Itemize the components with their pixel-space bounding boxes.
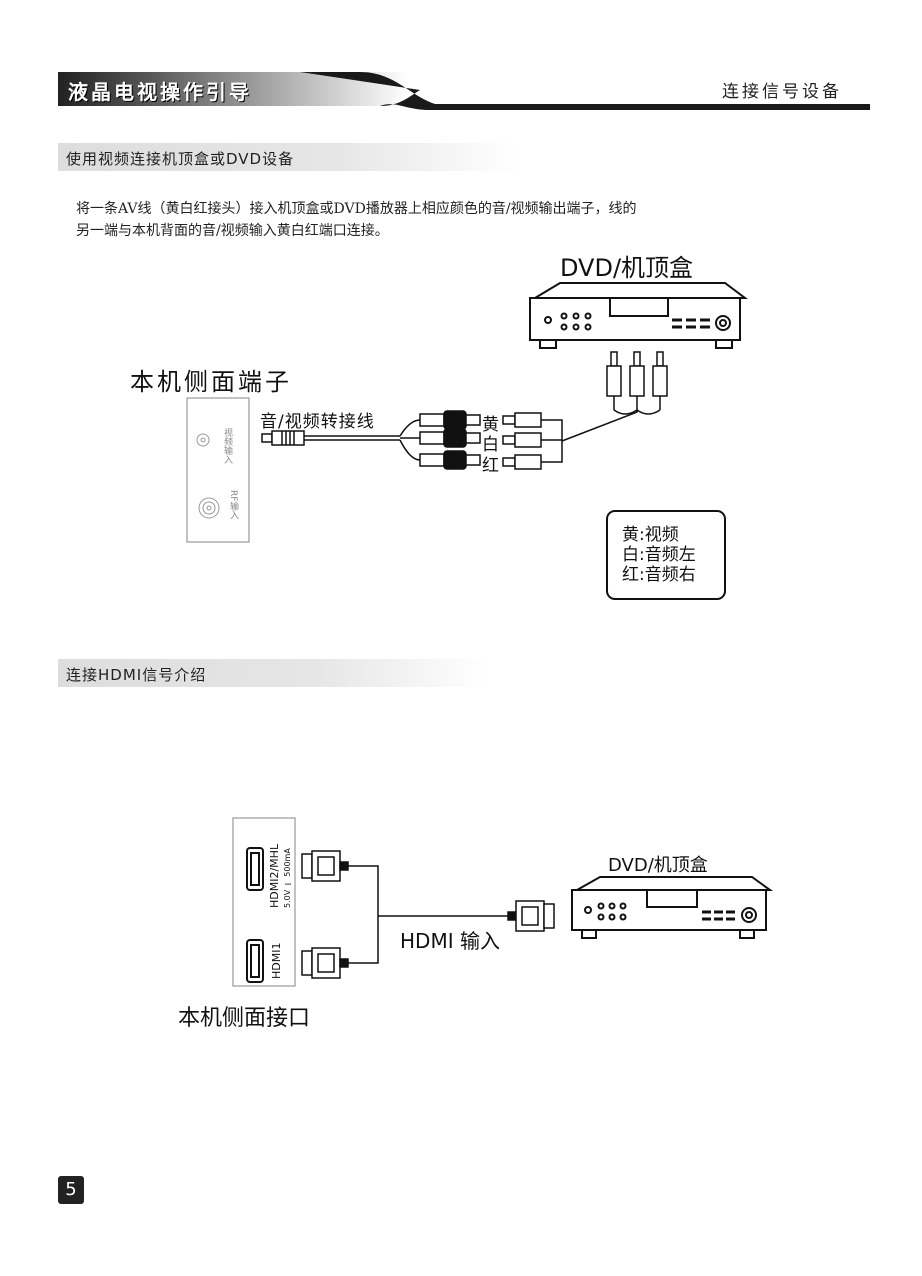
legend-white: 白:音频左 bbox=[622, 545, 696, 565]
dvd-label: DVD/机顶盒 bbox=[560, 254, 694, 282]
hdmi2-port-spec: 5.0V ⎓ 500mA bbox=[283, 848, 292, 908]
plug-white-label: 白 bbox=[482, 435, 499, 455]
section1-paragraph-line1: 将一条AV线（黄白红接头）接入机顶盒或DVD播放器上相应颜色的音/视频输出端子，… bbox=[76, 201, 637, 217]
rf-input-label: RF输入 bbox=[228, 490, 238, 520]
plug-red-label: 红 bbox=[482, 456, 499, 476]
hdmi1-port-icon bbox=[246, 939, 264, 983]
split-cables bbox=[399, 419, 421, 461]
header-section-name: 连接信号设备 bbox=[722, 82, 842, 102]
rca-plugs-dvd bbox=[606, 351, 668, 415]
tv-side-panel bbox=[186, 397, 250, 543]
video-input-label: 视频输入 bbox=[222, 428, 232, 464]
hdmi-input-label: HDMI 输入 bbox=[400, 929, 500, 953]
section1-paragraph-line2: 另一端与本机背面的音/视频输入黄白红端口连接。 bbox=[76, 223, 389, 239]
hdmi1-port-label: HDMI1 bbox=[270, 942, 283, 979]
rca-plugs-cable bbox=[419, 410, 481, 470]
dvd-player-icon-2 bbox=[571, 876, 774, 939]
video-input-jack-icon bbox=[196, 433, 210, 447]
plug-yellow-label: 黄 bbox=[482, 415, 499, 435]
dvd-player-icon bbox=[529, 282, 748, 349]
rf-input-jack-icon bbox=[198, 497, 220, 519]
section2-heading: 连接HDMI信号介绍 bbox=[66, 666, 207, 684]
hdmi-plug-dvd bbox=[507, 900, 555, 932]
legend-red: 红:音频右 bbox=[622, 565, 696, 585]
page-number: 5 bbox=[58, 1176, 84, 1204]
av-mini-jack bbox=[261, 430, 400, 446]
cable-label: 音/视频转接线 bbox=[260, 412, 375, 432]
hdmi2-port-icon bbox=[246, 847, 264, 891]
section1-heading: 使用视频连接机顶盒或DVD设备 bbox=[66, 150, 295, 168]
header-title: 液晶电视操作引导 bbox=[68, 80, 252, 104]
hdmi-dvd-label: DVD/机顶盒 bbox=[608, 855, 708, 876]
tv-side-interface-label: 本机侧面接口 bbox=[178, 1006, 311, 1031]
hdmi2-port-label: HDMI2/MHL bbox=[268, 843, 281, 908]
hdmi-plug-top bbox=[301, 850, 349, 882]
hdmi-plug-bottom bbox=[301, 947, 349, 979]
rca-plugs-right bbox=[502, 410, 638, 470]
legend-yellow: 黄:视频 bbox=[622, 525, 679, 545]
section2-heading-bar bbox=[58, 659, 488, 687]
section1-heading-bar bbox=[58, 143, 520, 171]
tv-side-terminal-label: 本机侧面端子 bbox=[130, 368, 292, 396]
